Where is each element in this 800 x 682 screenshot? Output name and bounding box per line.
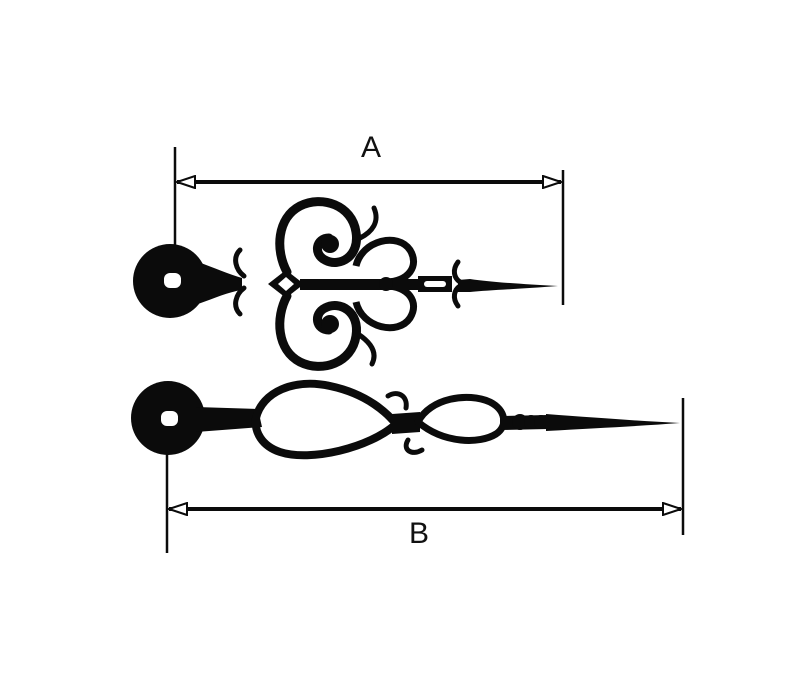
hour-hand-mount-hole: [164, 273, 181, 288]
minute-hand-teardrop-loop: [251, 379, 402, 460]
minute-hand-bead-2: [524, 415, 538, 429]
hour-hand-neck-curls: [233, 247, 247, 317]
dimension-a-label: A: [361, 131, 382, 164]
minute-hand-curls: [385, 391, 425, 455]
hour-hand-center-diamond-hole: [278, 277, 294, 291]
ornate-hour-hand-icon: [133, 197, 558, 371]
hour-hand-right-lower-loop: [352, 282, 418, 332]
minute-hand-bead-1: [512, 414, 528, 430]
hour-hand-knot: [379, 277, 393, 291]
hour-hand-tip: [458, 279, 558, 292]
minute-hand-mount-hole: [161, 411, 178, 426]
ornate-minute-hand-icon: [131, 379, 680, 460]
hour-hand-spine: [300, 279, 420, 290]
dimension-b-label: B: [409, 517, 430, 550]
hour-hand-neck: [198, 262, 242, 304]
hour-hand-top-tendril: [357, 205, 379, 241]
minute-hand-tip: [546, 414, 680, 431]
minute-hand-right-loop: [413, 393, 508, 444]
hour-hand-slot: [424, 281, 446, 287]
minute-hand-bead-3: [534, 415, 548, 429]
hour-hand-upper-scroll: [275, 197, 361, 277]
hour-hand-right-upper-loop: [352, 236, 418, 286]
minute-hand-neck: [392, 412, 420, 434]
minute-hand-shaft: [196, 407, 262, 432]
hour-hand-bottom-tendril: [355, 331, 377, 367]
hour-hand-lower-scroll: [275, 291, 361, 371]
